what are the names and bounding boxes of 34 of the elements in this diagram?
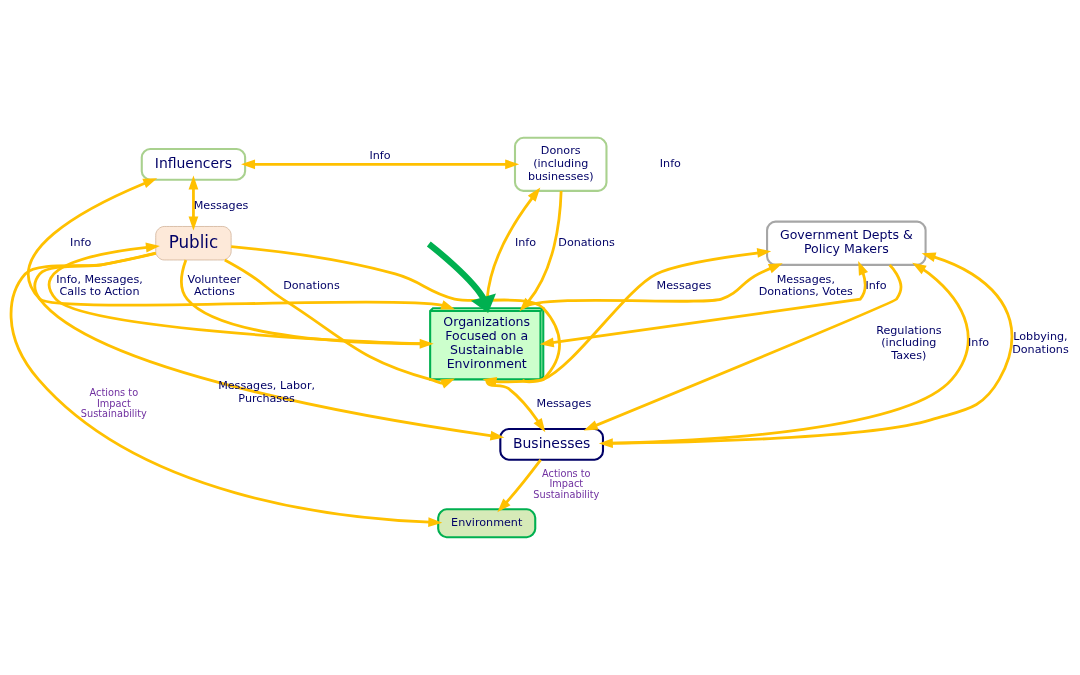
edge-label: Actions to Impact Sustainability <box>80 387 147 420</box>
node-box: Government Depts & Policy Makers <box>766 220 927 266</box>
edge-label: Info <box>514 235 537 249</box>
arrow <box>241 159 520 170</box>
edge-label: Donations <box>558 235 615 249</box>
node-box: Donors (including businesses) <box>513 136 608 192</box>
node-box: Businesses <box>499 427 605 461</box>
arrow <box>603 252 1014 445</box>
arrow <box>33 251 505 441</box>
node-box: Environment <box>437 508 537 539</box>
arrow <box>27 178 456 310</box>
edge-label: Messages, Donations, Votes <box>758 272 853 299</box>
node-box: Public <box>155 226 232 261</box>
edge-label: Info <box>968 336 990 350</box>
edge-label: Info <box>369 148 391 162</box>
edge-label: Messages <box>536 396 592 410</box>
arrow <box>485 379 546 433</box>
arrow <box>583 264 903 431</box>
edge-label: Donations <box>283 279 340 293</box>
edge-label: Lobbying, Donations <box>1012 330 1069 356</box>
arrow <box>48 242 430 346</box>
edge-label: Actions to Impact Sustainability <box>533 467 600 500</box>
edge-label: Regulations (including Taxes) <box>876 323 942 363</box>
edge-label: Info <box>70 235 92 249</box>
edge-label: Info, Messages, Calls to Action <box>56 272 143 299</box>
arrow <box>224 258 455 389</box>
node-box: Influencers <box>140 147 247 181</box>
edge-label: Messages <box>656 279 712 293</box>
arrow <box>497 459 542 513</box>
arrow <box>188 175 199 231</box>
label: Info <box>659 156 681 170</box>
edge-label: Volunteer Actions <box>187 272 242 299</box>
edge-label: Info <box>865 279 887 293</box>
arrow <box>9 252 443 528</box>
